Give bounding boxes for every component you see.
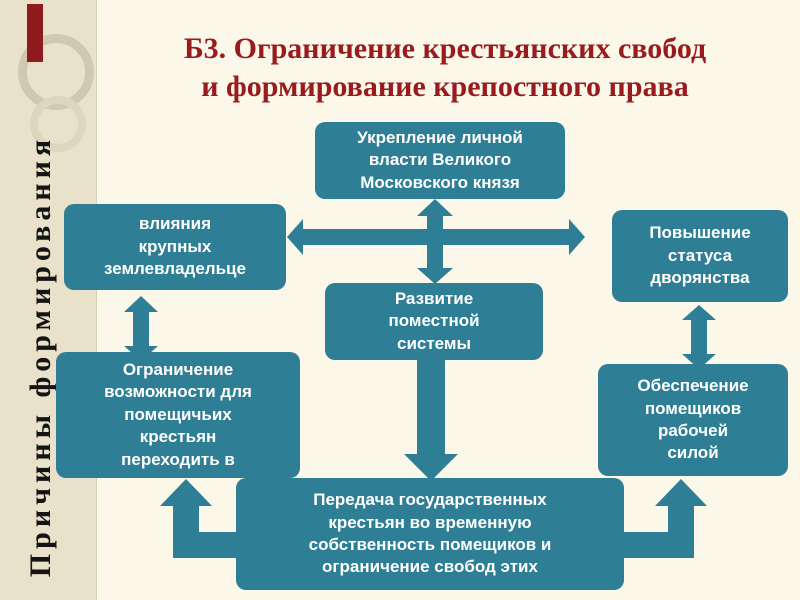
arrow-horizontal-double (287, 219, 585, 255)
box-line: ограничение свобод этих (322, 557, 538, 577)
box-state-peasants-transfer: Передача государственных крестьян во вре… (236, 478, 624, 590)
slide-title-line1: Б3. Ограничение крестьянских свобод (183, 32, 707, 65)
box-line: крестьян (139, 427, 217, 447)
slide-title-line2: и формирование крепостного права (201, 69, 689, 103)
box-line: влияния (138, 214, 212, 234)
box-landowner-influence: влияния крупных землевладельце (64, 204, 286, 290)
box-line: Укрепление личной (357, 127, 523, 147)
box-line: землевладельце (104, 259, 246, 279)
arrow-right-vertical-double (682, 305, 716, 369)
box-line: власти Великого (368, 150, 512, 170)
box-line: статуса (667, 245, 733, 265)
box-line: рабочей (657, 421, 729, 440)
box-line: помещиков (644, 398, 742, 418)
slide-title: Б3. Ограничение крестьянских свобод и фо… (95, 30, 795, 105)
box-line: Развитие (394, 288, 474, 308)
box-line: Обеспечение (637, 376, 749, 396)
box-line: дворянства (650, 268, 750, 288)
red-accent-bar (27, 4, 43, 62)
box-labor-supply: Обеспечение помещиков рабочей силой (598, 364, 788, 476)
arrow-elbow-left-up (160, 479, 240, 558)
box-line: возможности для (104, 382, 252, 402)
box-line: Ограничение (122, 359, 234, 379)
box-estate-system: Развитие поместной системы (325, 283, 543, 360)
box-line: поместной (388, 311, 480, 331)
box-line: крупных (138, 236, 212, 256)
box-grand-prince-power: Укрепление личной власти Великого Москов… (315, 122, 565, 199)
arrow-elbow-right-up (622, 479, 707, 558)
box-line: переходить в (121, 449, 235, 469)
box-line: собственность помещиков и (308, 535, 552, 554)
box-line: крестьян во временную (328, 512, 532, 532)
box-line: силой (667, 443, 719, 463)
box-line: Передача государственных (313, 490, 547, 510)
arrow-center-vertical-double (417, 199, 453, 284)
arrow-center-down (404, 360, 458, 481)
box-line: Московского князя (360, 172, 520, 192)
decorative-circle-small (30, 96, 86, 152)
box-line: Повышение (649, 223, 751, 243)
box-peasant-movement-limit: Ограничение возможности для помещичьих к… (56, 352, 300, 478)
box-line: системы (396, 333, 471, 353)
box-line: помещичьих (124, 404, 232, 424)
box-nobility-status: Повышение статуса дворянства (612, 210, 788, 302)
